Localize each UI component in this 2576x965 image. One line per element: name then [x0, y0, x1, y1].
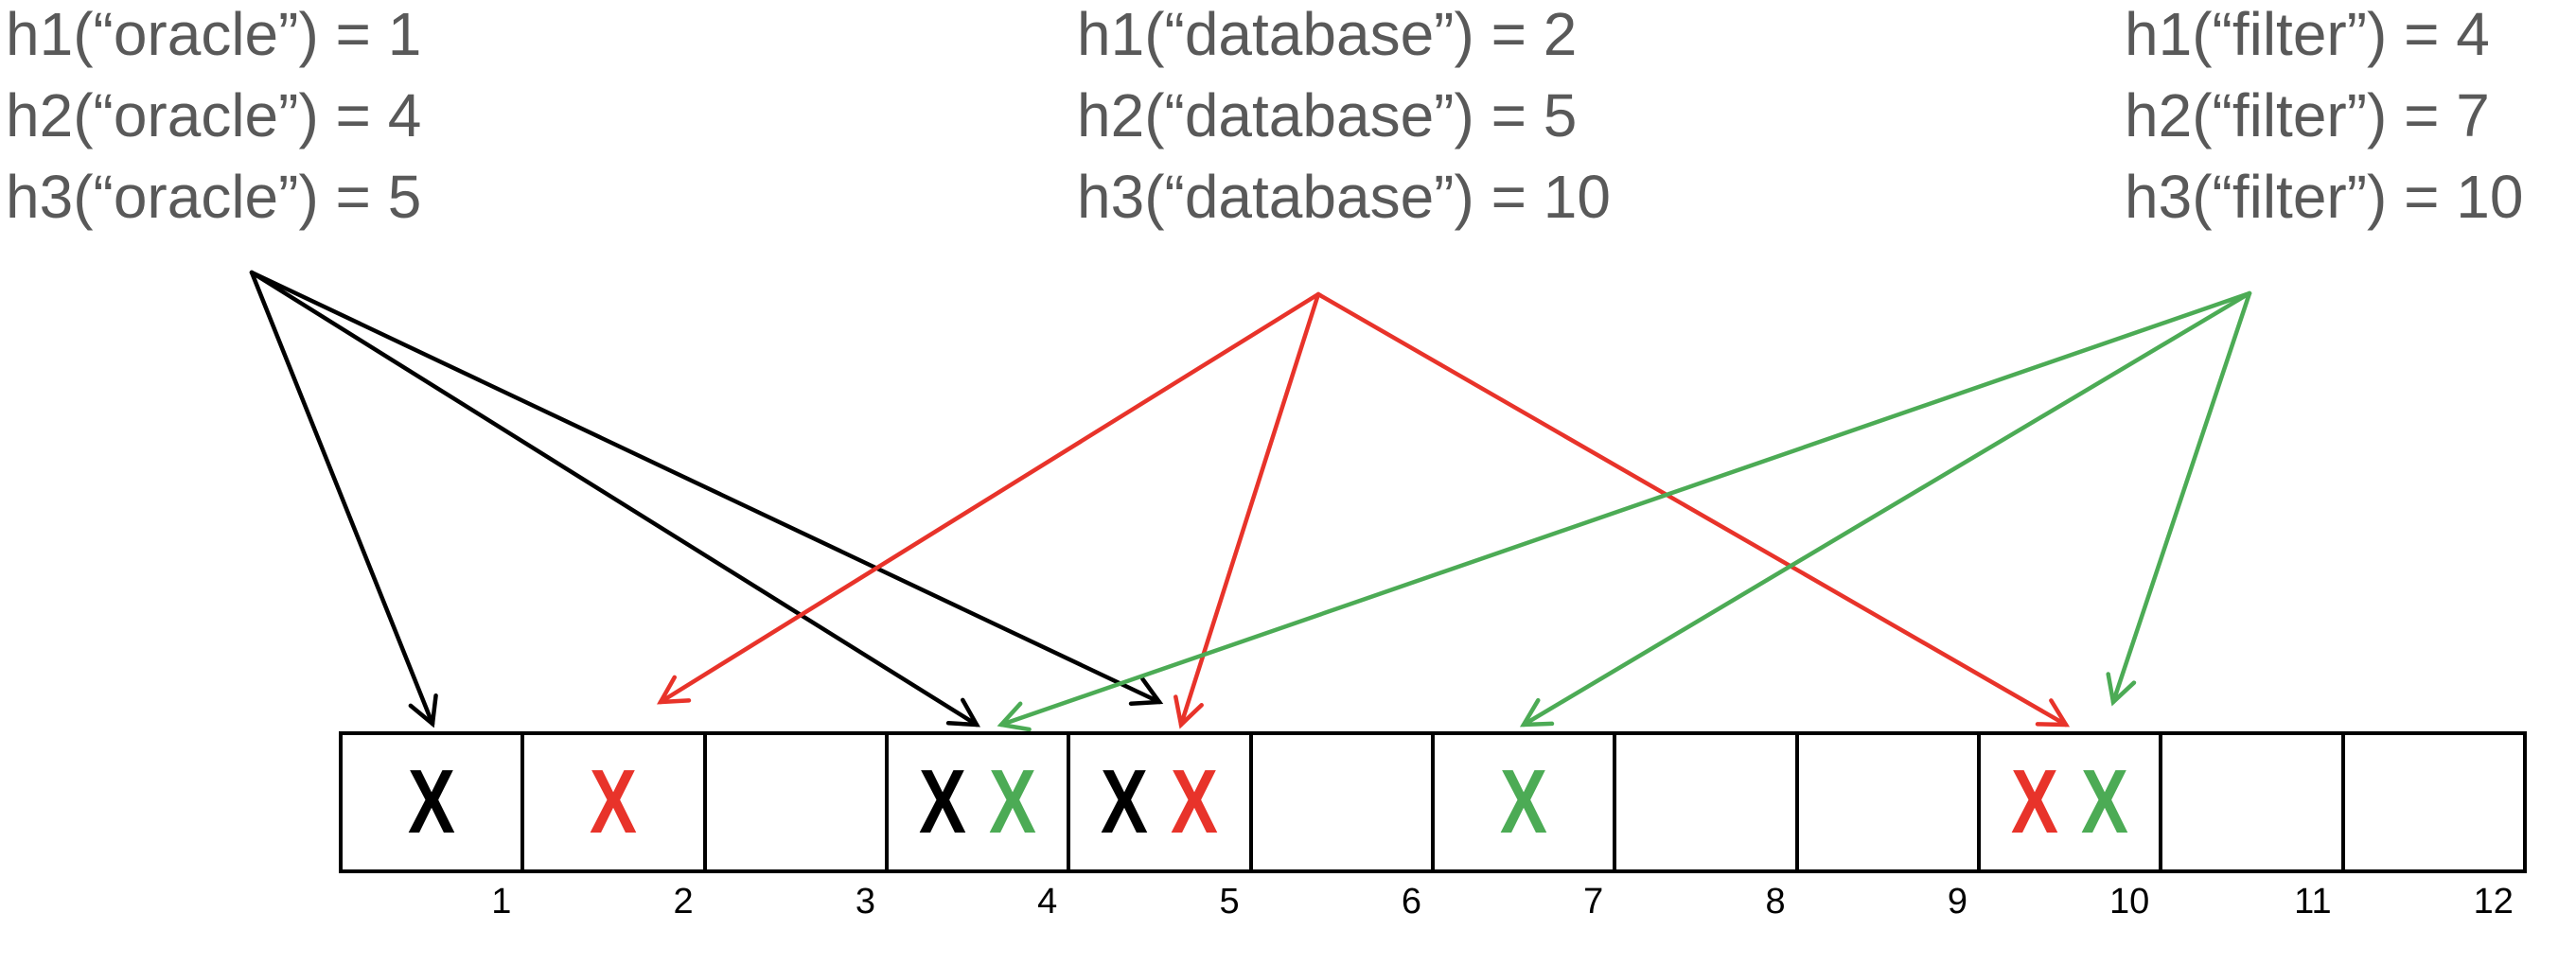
- arrow-database-h2: [1173, 291, 1321, 729]
- hash-line-database-h3: h3(“database”) = 10: [1077, 163, 1611, 231]
- index-label-12: 12: [2473, 882, 2514, 921]
- index-label-11: 11: [2294, 882, 2332, 921]
- hash-line-database-h2: h2(“database”) = 5: [1077, 81, 1578, 149]
- bit-cell-12: [2345, 735, 2527, 869]
- index-label-7: 7: [1583, 882, 1604, 921]
- arrow-database-h1: [657, 291, 1321, 705]
- arrowhead-icon: [1128, 676, 1164, 706]
- bit-cell-9: [1799, 735, 1981, 869]
- set-bit-mark-oracle: X: [1101, 751, 1149, 852]
- index-label-6: 6: [1401, 882, 1421, 921]
- arrow-oracle-h1: [249, 270, 438, 728]
- arrowhead-icon: [657, 675, 692, 705]
- bit-cell-8: [1616, 735, 1799, 869]
- index-label-10: 10: [2109, 882, 2150, 921]
- set-bit-mark-database: X: [2011, 751, 2059, 852]
- arrowhead-icon: [945, 697, 980, 728]
- hash-line-filter-h1: h1(“filter”) = 4: [2125, 0, 2490, 68]
- arrowhead-icon: [1519, 697, 1555, 728]
- set-bit-mark-database: X: [590, 751, 638, 852]
- bit-cell-11: [2162, 735, 2345, 869]
- index-label-2: 2: [673, 882, 694, 921]
- index-label-5: 5: [1219, 882, 1240, 921]
- index-label-3: 3: [855, 882, 875, 921]
- hash-line-filter-h2: h2(“filter”) = 7: [2125, 81, 2490, 149]
- arrowhead-icon: [1173, 694, 1204, 729]
- arrow-database-h3: [1315, 291, 2071, 728]
- bit-cell-1: X: [343, 735, 525, 869]
- arrow-filter-h2: [1519, 290, 2252, 728]
- hash-line-oracle-h1: h1(“oracle”) = 1: [6, 0, 422, 68]
- set-bit-mark-oracle: X: [919, 751, 967, 852]
- index-label-4: 4: [1037, 882, 1058, 921]
- arrow-oracle-h2: [249, 270, 980, 728]
- arrowhead-icon: [2035, 698, 2071, 728]
- bit-cell-6: [1253, 735, 1435, 869]
- arrow-filter-h1: [997, 290, 2252, 732]
- set-bit-mark-database: X: [1171, 751, 1219, 852]
- bit-cell-2: X: [524, 735, 707, 869]
- hash-line-filter-h3: h3(“filter”) = 10: [2125, 163, 2524, 231]
- arrow-oracle-h3: [249, 270, 1164, 706]
- hash-line-oracle-h2: h2(“oracle”) = 4: [6, 81, 422, 149]
- set-bit-mark-oracle: X: [408, 751, 456, 852]
- arrowhead-icon: [408, 693, 438, 728]
- index-label-8: 8: [1765, 882, 1786, 921]
- hash-line-oracle-h3: h3(“oracle”) = 5: [6, 163, 422, 231]
- bit-cell-7: X: [1435, 735, 1617, 869]
- bit-cell-3: [707, 735, 889, 869]
- index-label-9: 9: [1947, 882, 1967, 921]
- set-bit-mark-filter: X: [989, 751, 1037, 852]
- arrowhead-icon: [997, 701, 1032, 732]
- hash-line-database-h1: h1(“database”) = 2: [1077, 0, 1578, 68]
- set-bit-mark-filter: X: [1500, 751, 1548, 852]
- arrow-filter-h3: [2106, 290, 2252, 707]
- index-label-1: 1: [491, 882, 512, 921]
- arrowhead-icon: [2106, 672, 2137, 707]
- set-bit-mark-filter: X: [2081, 751, 2129, 852]
